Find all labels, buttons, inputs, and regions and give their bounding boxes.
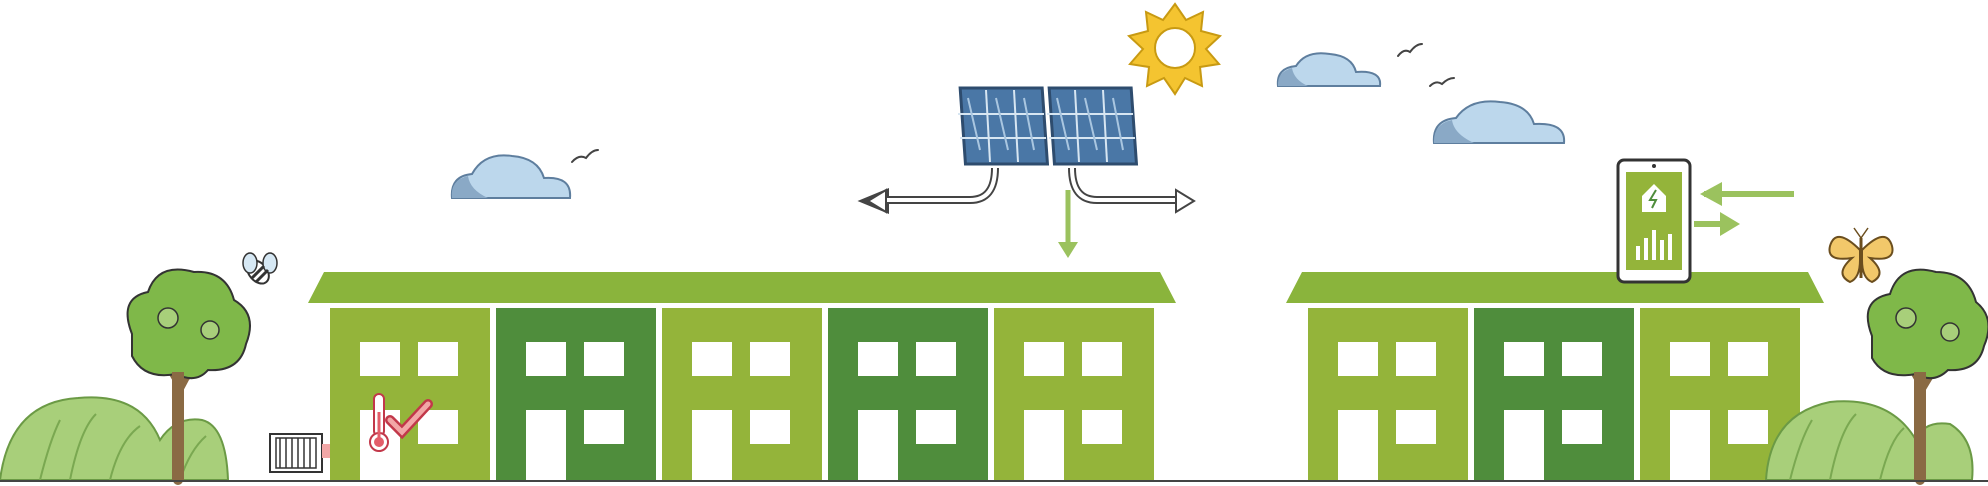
smartphone-energy-app-icon — [1616, 158, 1692, 284]
solar-panel-icon — [1047, 86, 1139, 166]
window — [526, 342, 566, 376]
window — [1082, 342, 1122, 376]
window — [584, 410, 624, 444]
thermometer-icon — [369, 393, 389, 452]
window — [418, 410, 458, 444]
tree-icon — [1866, 268, 1988, 485]
unit — [994, 308, 1154, 480]
window — [1396, 342, 1436, 376]
window — [1504, 342, 1544, 376]
door — [526, 410, 566, 480]
window — [360, 342, 400, 376]
cloud-icon — [1432, 100, 1566, 144]
window — [916, 410, 956, 444]
window — [1396, 410, 1436, 444]
butterfly-icon — [1828, 227, 1894, 284]
cloud-icon — [450, 154, 572, 199]
unit — [1308, 308, 1468, 480]
door — [1338, 410, 1378, 480]
unit — [330, 308, 490, 480]
power-arrow-down — [1058, 190, 1078, 258]
bird-icon — [1429, 77, 1455, 87]
window — [1338, 342, 1378, 376]
unit — [662, 308, 822, 480]
window — [750, 410, 790, 444]
bush-icon — [0, 396, 230, 481]
tree-icon — [126, 268, 251, 485]
window — [1728, 410, 1768, 444]
bee-icon — [242, 252, 278, 285]
window — [1562, 410, 1602, 444]
terrace-right — [1286, 272, 1824, 480]
power-arrow-left — [857, 167, 999, 214]
check-mark-icon — [385, 399, 433, 440]
window — [692, 342, 732, 376]
bird-icon — [1397, 43, 1423, 57]
data-arrow-in — [1700, 182, 1794, 206]
sun-icon — [1126, 2, 1223, 96]
window — [1562, 342, 1602, 376]
solar-panel-icon — [958, 86, 1050, 166]
terrace-left — [308, 272, 1176, 480]
door — [1670, 410, 1710, 480]
window — [858, 342, 898, 376]
window — [916, 342, 956, 376]
cloud-icon — [1276, 52, 1382, 87]
door — [1504, 410, 1544, 480]
window — [1024, 342, 1064, 376]
unit — [496, 308, 656, 480]
window — [750, 342, 790, 376]
window — [1728, 342, 1768, 376]
window — [584, 342, 624, 376]
window — [1670, 342, 1710, 376]
door — [858, 410, 898, 480]
door — [692, 410, 732, 480]
unit — [1474, 308, 1634, 480]
power-arrow-right — [1068, 167, 1196, 214]
window — [418, 342, 458, 376]
door — [1024, 410, 1064, 480]
heat-pump-icon — [269, 433, 330, 473]
data-arrow-out — [1694, 212, 1740, 236]
roof — [1286, 272, 1824, 303]
bird-icon — [571, 149, 599, 163]
roof — [308, 272, 1176, 303]
window — [1082, 410, 1122, 444]
unit — [828, 308, 988, 480]
